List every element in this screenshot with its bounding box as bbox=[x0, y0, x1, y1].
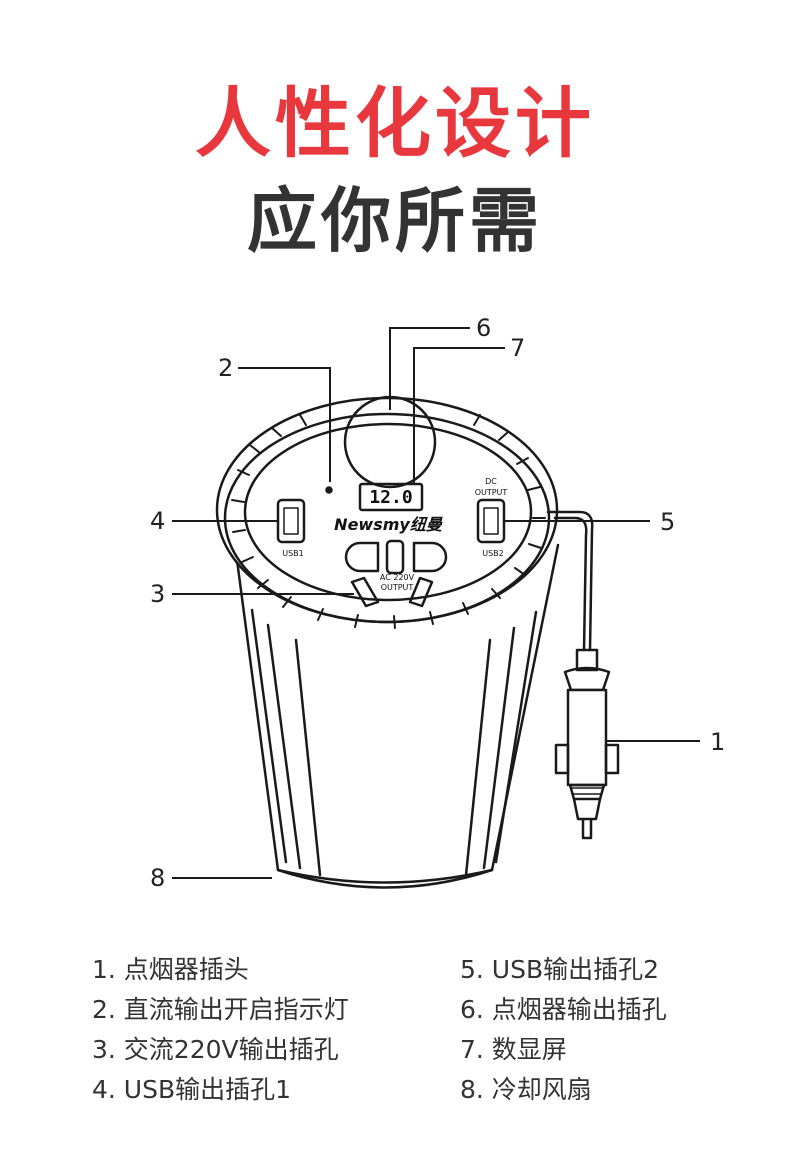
legend-right-column: 5. USB输出插孔2 6. 点烟器输出插孔 7. 数显屏 8. 冷却风扇 bbox=[460, 950, 667, 1110]
leader-line-6 bbox=[389, 327, 470, 410]
ac-socket bbox=[344, 539, 448, 608]
body-rib bbox=[464, 638, 492, 877]
legend-item-8: 8. 冷却风扇 bbox=[460, 1075, 592, 1104]
dc-indicator-light bbox=[325, 486, 333, 494]
legend-item-4: 4. USB输出插孔1 bbox=[92, 1075, 292, 1104]
body-rib bbox=[294, 638, 322, 877]
callout-5: 5 bbox=[660, 508, 675, 536]
leader-line-7 bbox=[413, 347, 505, 484]
legend-left-column: 1. 点烟器插头 2. 直流输出开启指示灯 3. 交流220V输出插孔 4. U… bbox=[92, 950, 349, 1110]
body-rib bbox=[266, 623, 302, 870]
legend-item-7: 7. 数显屏 bbox=[460, 1035, 567, 1064]
rim-band bbox=[223, 412, 551, 624]
legend-item-2: 2. 直流输出开启指示灯 bbox=[92, 995, 349, 1024]
rim-notches bbox=[231, 414, 546, 629]
legend-item-5: 5. USB输出插孔2 bbox=[460, 955, 660, 984]
callout-3: 3 bbox=[150, 580, 165, 608]
body-rib bbox=[494, 610, 538, 864]
legend-item-6: 6. 点烟器输出插孔 bbox=[460, 995, 667, 1024]
cup-body bbox=[233, 543, 560, 889]
cigarette-plug bbox=[554, 648, 620, 840]
dc-output-label-1: DC bbox=[485, 477, 497, 486]
callout-8: 8 bbox=[150, 864, 165, 892]
legend-item-3: 3. 交流220V输出插孔 bbox=[92, 1035, 339, 1064]
callout-6: 6 bbox=[476, 314, 491, 342]
body-rib bbox=[250, 608, 288, 864]
usb1-label: USB1 bbox=[282, 549, 304, 558]
callout-1: 1 bbox=[710, 728, 725, 756]
heading-line-2: 应你所需 bbox=[247, 180, 543, 262]
usb2-label: USB2 bbox=[482, 549, 504, 558]
dc-output-label-2: OUTPUT bbox=[475, 488, 508, 497]
legend-item-1: 1. 点烟器插头 bbox=[92, 955, 249, 984]
heading-line-1: 人性化设计 bbox=[195, 79, 595, 168]
callout-4: 4 bbox=[150, 507, 165, 535]
leader-line-2 bbox=[238, 367, 331, 482]
callout-2: 2 bbox=[218, 354, 233, 382]
callout-7: 7 bbox=[510, 334, 525, 362]
brand-logo-text: Newsmy纽曼 bbox=[334, 515, 443, 534]
display-value: 12.0 bbox=[369, 487, 412, 508]
inverter-diagram: 12.0 Newsmy纽曼 USB1 USB2 DC OUTPUT AC 220… bbox=[150, 314, 725, 892]
body-rib bbox=[482, 626, 516, 870]
top-plate bbox=[243, 422, 533, 602]
ac-output-label-2: OUTPUT bbox=[381, 583, 414, 592]
digital-display bbox=[358, 482, 424, 512]
power-cable bbox=[553, 516, 588, 652]
ac-output-label-1: AC 220V bbox=[380, 573, 415, 582]
